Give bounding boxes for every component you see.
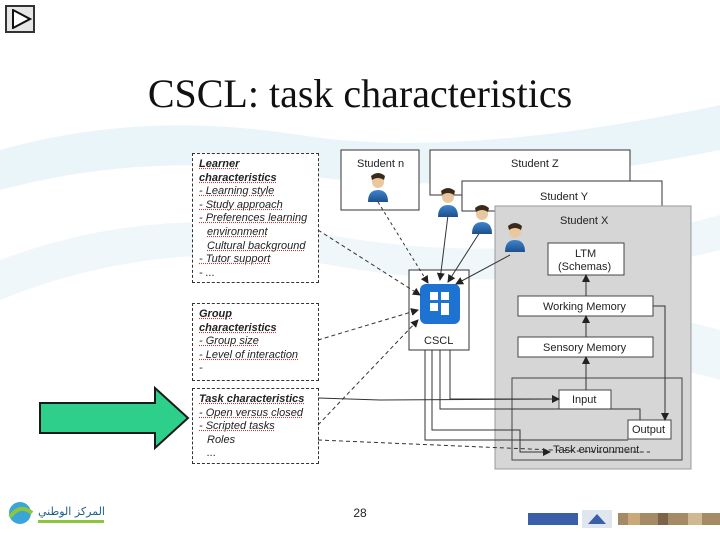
student-n-label: Student n xyxy=(357,158,404,170)
learner-item: Cultural background xyxy=(207,239,306,252)
learner-item: - Study approach xyxy=(199,198,283,211)
page-number: 28 xyxy=(353,506,367,520)
logo-arabic-text: المركز الوطني xyxy=(38,505,105,518)
ltm-label: LTM xyxy=(575,248,596,260)
ltm-schemas-label: (Schemas) xyxy=(558,261,611,273)
group-heading: Group characteristics xyxy=(199,308,277,334)
learner-item: - ... xyxy=(199,266,215,279)
task-characteristics-box: Task characteristics - Open versus close… xyxy=(192,388,319,464)
play-button[interactable] xyxy=(5,5,35,33)
person-icon xyxy=(368,173,388,202)
person-icon xyxy=(438,188,458,217)
task-environment-box xyxy=(511,377,683,461)
task-item: ... xyxy=(207,447,217,460)
cscl-app-icon xyxy=(420,284,460,324)
learner-item: - Preferences learning xyxy=(199,212,308,225)
partner-logos-strip xyxy=(528,510,720,528)
student-x-label: Student X xyxy=(560,215,609,227)
person-icon xyxy=(505,223,525,252)
learner-heading: Learner characteristics xyxy=(199,158,277,184)
task-item: - Open versus closed xyxy=(199,406,303,419)
learner-item: - Learning style xyxy=(199,185,275,198)
learner-characteristics-box: Learner characteristics - Learning style… xyxy=(192,153,319,283)
learner-item: environment xyxy=(207,225,268,238)
play-triangle-icon xyxy=(12,9,32,29)
output-label: Output xyxy=(632,424,665,436)
ltm-box xyxy=(547,242,625,276)
task-environment-label: Task environment xyxy=(553,444,639,456)
task-item: Roles xyxy=(207,433,236,446)
learner-item: - Tutor support xyxy=(199,253,271,266)
sensory-memory-label: Sensory Memory xyxy=(543,342,627,354)
output-box xyxy=(627,419,672,440)
student-y-label: Student Y xyxy=(540,191,589,203)
task-item: - Scripted tasks xyxy=(199,420,275,433)
group-item: - Group size xyxy=(199,335,259,348)
slide-title: CSCL: task characteristics xyxy=(147,71,573,116)
input-label: Input xyxy=(572,394,596,406)
group-characteristics-box: Group characteristics - Group size - Lev… xyxy=(192,303,319,381)
working-memory-label: Working Memory xyxy=(543,301,626,313)
group-item: - Level of interaction xyxy=(199,348,299,361)
person-icon xyxy=(472,205,492,234)
highlight-arrow xyxy=(39,385,190,451)
national-center-logo: المركز الوطني xyxy=(8,502,105,524)
student-z-label: Student Z xyxy=(511,158,559,170)
group-item: - xyxy=(199,362,203,375)
task-heading: Task characteristics xyxy=(199,393,305,405)
cscl-label: CSCL xyxy=(424,335,453,347)
